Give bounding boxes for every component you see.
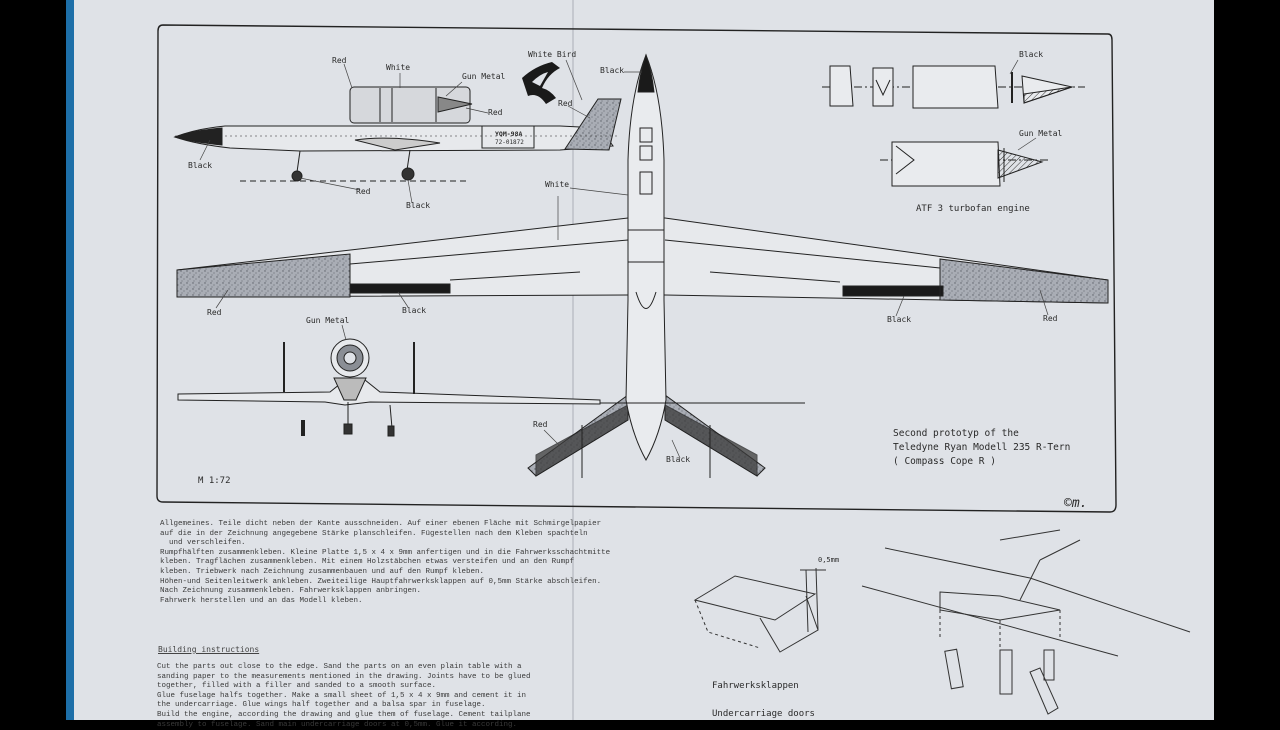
prototype-caption-line2: Teledyne Ryan Modell 235 R-Tern: [893, 442, 1071, 453]
label-front-gun-metal: Gun Metal: [306, 316, 350, 325]
building-instructions-heading: Building instructions: [158, 645, 260, 654]
label-top-black-nose: Black: [600, 66, 625, 75]
front-view-aircraft: [177, 338, 805, 437]
scale-label: M 1:72: [198, 476, 231, 486]
label-right-wingtip-red: Red: [1043, 314, 1058, 323]
drawing-frame: [156, 24, 1117, 513]
label-side-white: White: [386, 63, 411, 72]
label-leader-lines: [199, 59, 1049, 459]
label-engine-gun-metal: Gun Metal: [1019, 129, 1063, 138]
label-tail-red: Red: [558, 99, 573, 108]
label-htail-red: Red: [533, 420, 548, 429]
gear-bay-assembly-sketch: [861, 529, 1191, 715]
label-right-wing-black: Black: [887, 315, 912, 324]
label-side-black-nose: Black: [188, 161, 213, 170]
label-side-black-gear: Black: [406, 201, 431, 210]
prototype-caption-line3: ( Compass Cope R ): [893, 456, 996, 467]
paper-fold: [572, 0, 574, 720]
label-htail-black: Black: [666, 455, 691, 464]
top-view-aircraft: [176, 53, 1109, 478]
side-marking-serial: YQM-98A: [495, 130, 523, 138]
side-view-aircraft: [173, 86, 622, 182]
side-marking-number: 72-01872: [495, 139, 524, 146]
label-engine-black: Black: [1019, 50, 1044, 59]
label-wing-white: White: [545, 180, 570, 189]
undercarriage-door-sketch: [693, 567, 826, 653]
engine-caption: ATF 3 turbofan engine: [916, 204, 1030, 214]
german-instructions: Allgemeines. Teile dicht neben der Kante…: [160, 520, 611, 605]
prototype-caption-line1: Second prototyp of the: [893, 428, 1019, 439]
label-side-red-engine: Red: [488, 108, 503, 117]
label-left-wing-black: Black: [402, 306, 427, 315]
doors-caption-german: Fahrwerksklappen: [712, 681, 799, 691]
doors-caption-english: Undercarriage doors: [712, 709, 815, 719]
page-edge-strip: [66, 0, 74, 720]
label-left-wingtip-red: Red: [207, 308, 222, 317]
label-side-red-top: Red: [332, 56, 347, 65]
door-thickness-dimension: 0,5mm: [818, 556, 840, 564]
label-side-gun-metal: Gun Metal: [462, 72, 506, 81]
engine-detail-drawings: [822, 65, 1085, 187]
white-bird-logo: [522, 62, 560, 104]
label-white-bird: White Bird: [528, 50, 577, 59]
label-side-red-gear: Red: [356, 187, 371, 196]
copyright-mark: ©m.: [1064, 496, 1088, 511]
